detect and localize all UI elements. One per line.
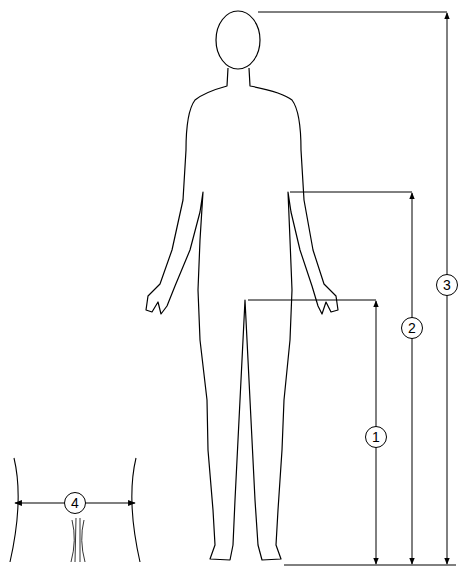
head-outline [216,11,260,69]
callout-number: 1 [365,426,387,448]
body-outline [146,68,338,560]
callout-number: 4 [64,492,86,514]
callout-number: 3 [436,274,458,296]
dimension-lines [248,12,456,565]
callout-number: 2 [401,317,423,339]
hip-inset [10,458,140,562]
